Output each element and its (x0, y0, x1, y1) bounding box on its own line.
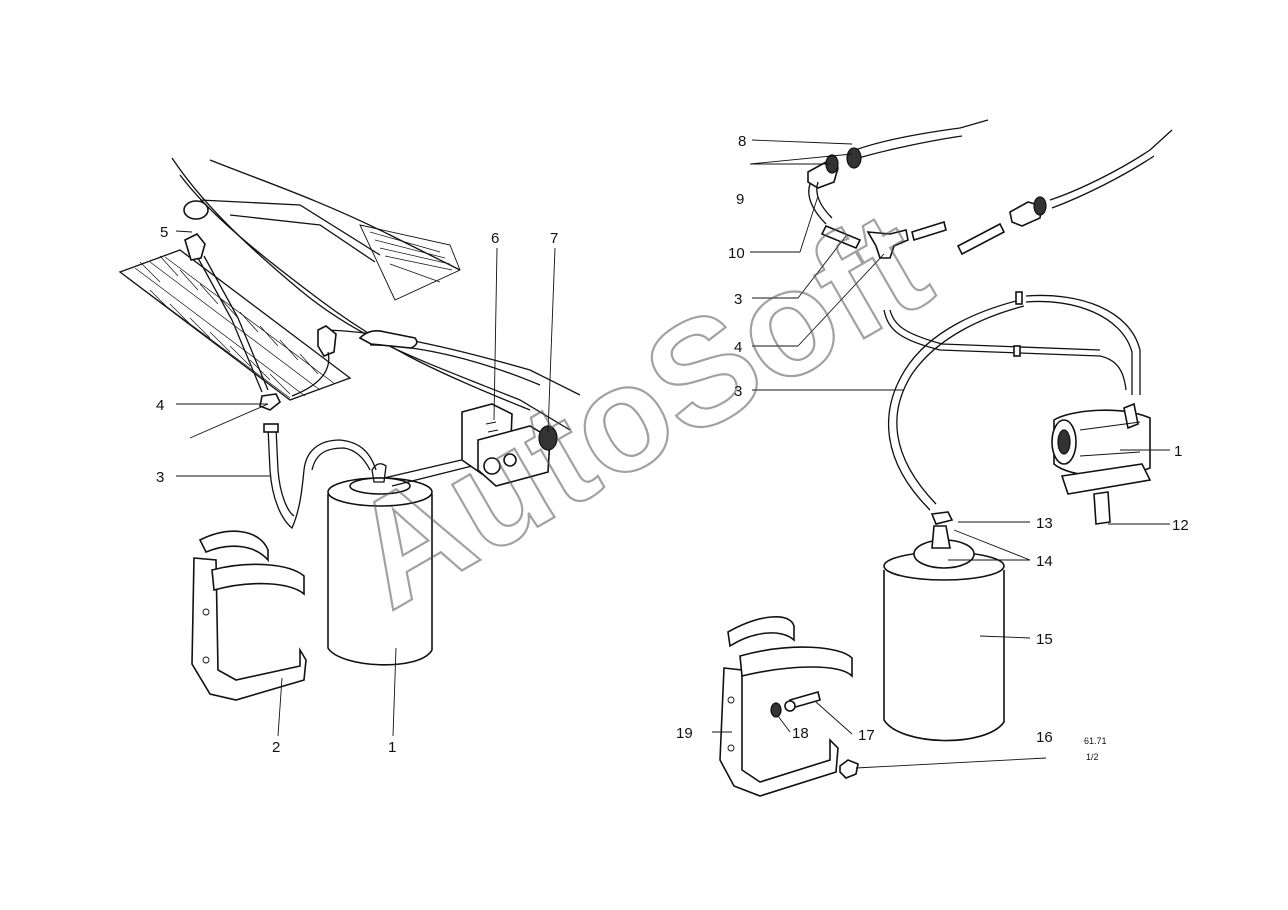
right-assembly: 8 9 10 3 4 3 1 12 13 14 15 16 17 18 19 6… (676, 119, 1189, 797)
callout-13-right: 13 (1036, 515, 1053, 532)
callout-1-left: 1 (388, 739, 396, 756)
callout-8-right: 8 (738, 133, 746, 150)
pump-right (1051, 402, 1152, 525)
hose-left (263, 423, 377, 530)
hose-tee-left (259, 393, 282, 411)
callout-15-right: 15 (1036, 631, 1053, 648)
leaders-left (175, 230, 556, 737)
grille-panel (118, 249, 352, 401)
hose-connector-right (930, 511, 954, 525)
reservoir-right (883, 525, 1005, 742)
callout-3-left: 3 (156, 469, 164, 486)
callout-19-right: 19 (676, 725, 693, 742)
washer-nozzle-left (184, 232, 337, 397)
cowl-outline (171, 157, 581, 431)
callout-16-right: 16 (1036, 729, 1053, 746)
diagram-code-line2: 1/2 (1086, 752, 1099, 762)
reservoir-left (327, 457, 473, 666)
callout-6-left: 6 (491, 230, 499, 247)
callout-10-right: 10 (728, 245, 745, 262)
pump-left (461, 403, 558, 487)
callout-18-right: 18 (792, 725, 809, 742)
callout-17-right: 17 (858, 727, 875, 744)
callout-9-right: 9 (736, 191, 744, 208)
callout-5-left: 5 (160, 224, 168, 241)
callout-2-left: 2 (272, 739, 280, 756)
callout-14-right: 14 (1036, 553, 1053, 570)
leaders-right (712, 139, 1170, 769)
hose-upper-right (808, 181, 1006, 259)
callout-3a-right: 3 (734, 291, 742, 308)
diagram-code-line1: 61.71 (1084, 736, 1107, 746)
callout-4-right: 4 (734, 339, 742, 356)
hose-loop-right (883, 291, 1141, 511)
watermark: AutoSoft (322, 178, 954, 640)
callout-7-left: 7 (550, 230, 558, 247)
bracket-left (191, 530, 307, 701)
callout-4-left: 4 (156, 397, 164, 414)
fasteners-right (770, 691, 859, 779)
left-assembly: 1 2 3 4 5 6 7 (118, 157, 581, 756)
jets-right (807, 119, 1173, 227)
callout-12-right: 12 (1172, 517, 1189, 534)
bracket-right (719, 616, 853, 797)
callout-1-right: 1 (1174, 443, 1182, 460)
callout-3b-right: 3 (734, 383, 742, 400)
